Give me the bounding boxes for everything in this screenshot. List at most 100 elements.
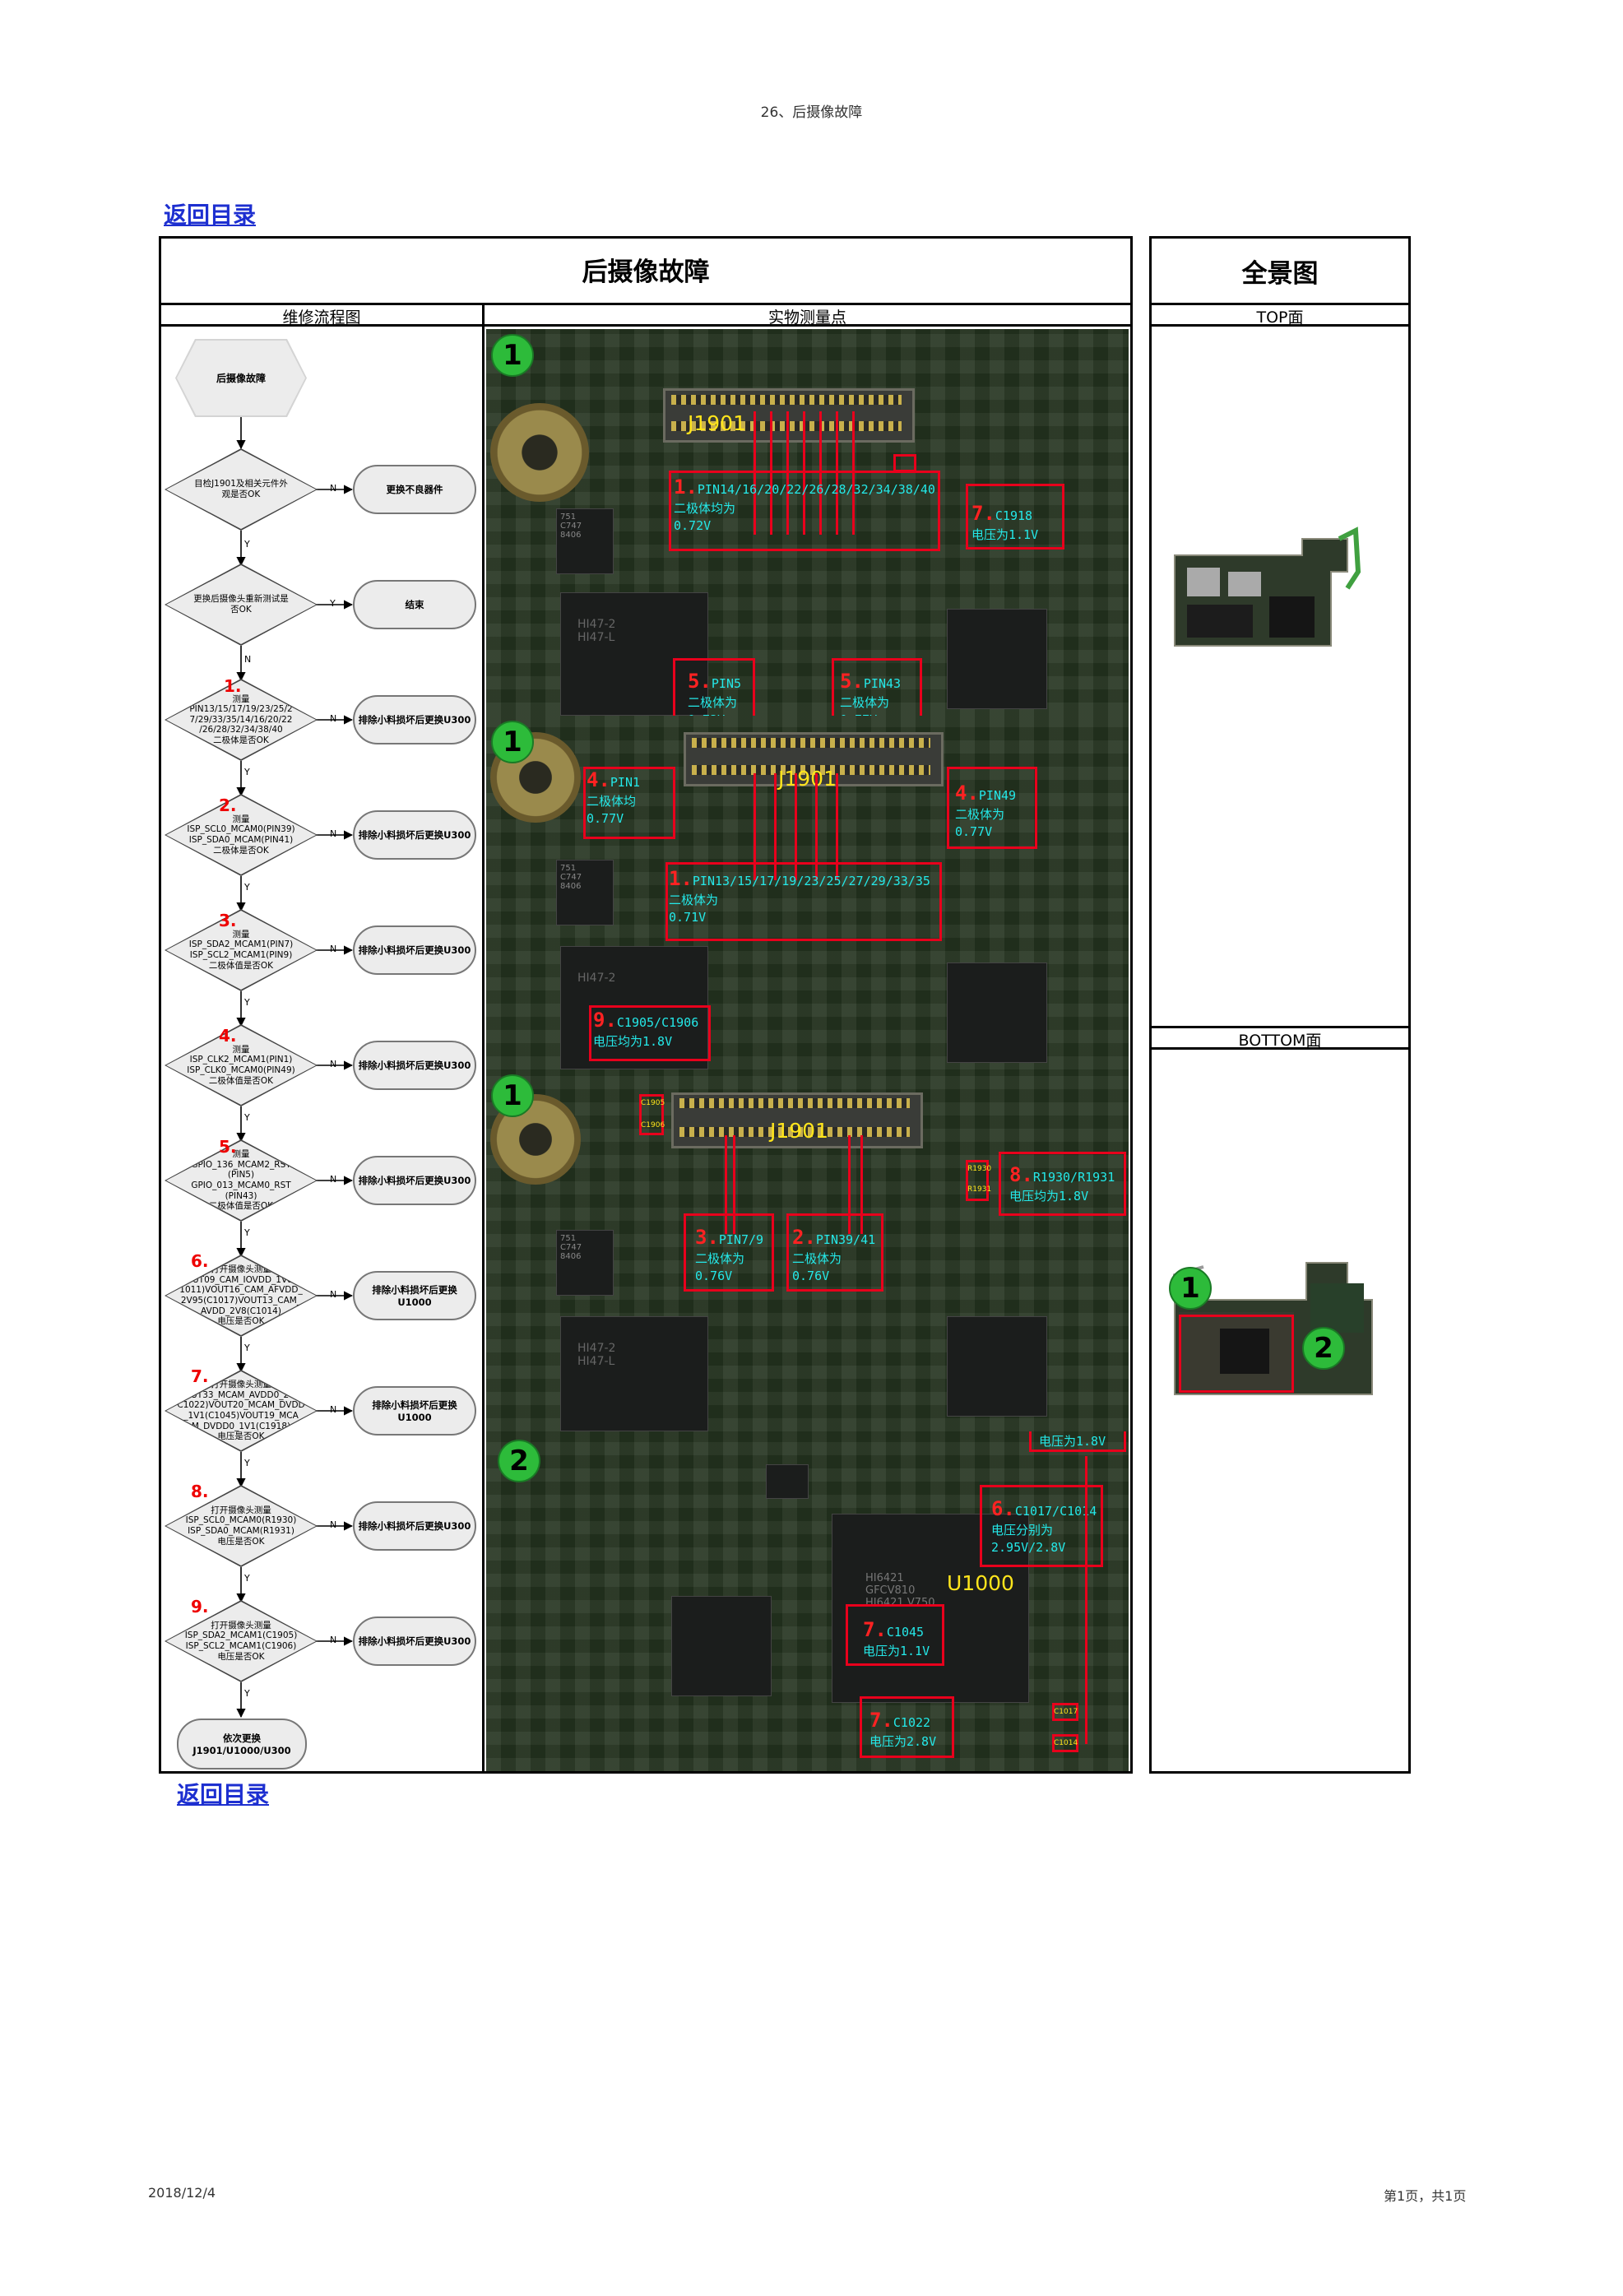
annotation: 9.C1905/C1906 电压均为1.8V [593, 1009, 699, 1050]
bottom-badge-2: 2 [1302, 1327, 1345, 1370]
tiny-label: C1906 [641, 1121, 665, 1129]
no-label: N [330, 713, 337, 724]
flow-action-4: 排除小料损坏后更换U300 [353, 810, 476, 860]
yes-label: Y [244, 1227, 250, 1238]
flow-end: 依次更换 J1901/U1000/U300 [177, 1719, 307, 1770]
return-link-top[interactable]: 返回目录 [164, 202, 257, 229]
yes-label: Y [244, 1112, 250, 1123]
probe-line [733, 1135, 735, 1234]
flowchart: 后摄像故障 目检J1901及相关元件外 观是否OK 更换不良器件 更换后摄像头重… [161, 327, 482, 1771]
measure-box [947, 767, 1037, 849]
annotation: 6.C1017/C1014 电压分别为 2.95V/2.8V [991, 1497, 1097, 1555]
flow-connectors [236, 417, 354, 1719]
return-link-bottom[interactable]: 返回目录 [177, 1781, 270, 1808]
flow-action-2: 结束 [353, 580, 476, 629]
annotation: 7.C1918 电压为1.1V [971, 502, 1039, 543]
photo-badge: 1 [491, 1074, 534, 1117]
divider [1149, 303, 1411, 305]
step-number: 1. [224, 676, 242, 696]
chip: HI6421 GFCV810 HI6421 V750 [832, 1514, 1029, 1703]
annotation: 4.PIN49 二极体为 0.77V [955, 782, 1017, 839]
probe-line [836, 773, 838, 880]
divider [1149, 324, 1411, 327]
measure-box [860, 1696, 954, 1758]
flow-action-9: 排除小料损坏后更换 U1000 [353, 1386, 476, 1436]
annotation: 7.C1022 电压为2.8V [869, 1709, 937, 1750]
annotation: 4.PIN1 二极体均 0.77V [587, 768, 641, 826]
highlight-box [1179, 1315, 1294, 1393]
yes-label: Y [244, 1573, 250, 1584]
measure-box [966, 484, 1064, 550]
yes-label: Y [244, 539, 250, 550]
connector-pins [692, 738, 930, 748]
divider [1149, 1047, 1411, 1050]
photo-badge: 2 [498, 1440, 540, 1482]
yes-label: Y [244, 1688, 250, 1699]
flow-action-6: 排除小料损坏后更换U300 [353, 1041, 476, 1090]
step-number: 2. [219, 795, 237, 815]
connector-pins [692, 765, 930, 775]
measure-box [980, 1485, 1103, 1567]
yes-label: Y [244, 1458, 250, 1468]
measure-box [846, 1604, 944, 1666]
no-label: N [330, 483, 337, 494]
col-top-header: TOP面 [1256, 308, 1304, 327]
chip [947, 609, 1047, 709]
chip [947, 962, 1047, 1063]
footer-page: 第1页，共1页 [1384, 2188, 1467, 2204]
photo-3: J1901 751 C747 8406 HI47-2 HI47-L 1 C190… [486, 1069, 1129, 1431]
probe-line [770, 411, 772, 535]
probe-line [860, 1135, 863, 1234]
probe-line [795, 773, 797, 880]
measure-box [832, 658, 922, 716]
no-label: N [330, 1059, 337, 1069]
probe-line [848, 1135, 851, 1234]
probe-line [774, 773, 777, 880]
photo-1: J1901 751 C747 8406 HI47-2 HI47-L 1 1.PI… [486, 329, 1129, 716]
j1901-label: J1901 [770, 1119, 828, 1143]
flow-action-8: 排除小料损坏后更换 U1000 [353, 1271, 476, 1320]
flow-action-7: 排除小料损坏后更换U300 [353, 1156, 476, 1205]
measure-box [893, 454, 916, 472]
no-label: N [244, 654, 252, 665]
no-label: N [330, 1635, 337, 1645]
screw-pad [490, 403, 589, 502]
step-number: 3. [219, 911, 237, 930]
chip: 751 C747 8406 [556, 860, 614, 925]
measure-box [669, 471, 940, 551]
no-label: N [330, 1289, 337, 1300]
col-measure-header: 实物测量点 [767, 308, 846, 327]
photo-2: J1901 751 C747 8406 HI47-2 1 4.PIN1 二极体均… [486, 716, 1129, 1069]
step-number: 4. [219, 1026, 237, 1046]
probe-line [786, 411, 789, 535]
col-flow-header: 维修流程图 [282, 308, 361, 327]
measure-box [583, 767, 675, 839]
photo-badge: 1 [491, 334, 534, 377]
chip: HI47-2 [560, 946, 708, 1069]
no-label: N [330, 828, 337, 839]
u1000-label: U1000 [947, 1571, 1014, 1595]
annotation: 5.PIN5 二极体为 0.73V [688, 670, 742, 716]
flow-start: 后摄像故障 [175, 339, 307, 417]
col-bottom-header: BOTTOM面 [1238, 1032, 1322, 1050]
chip: 751 C747 8406 [556, 508, 614, 574]
probe-line [836, 411, 838, 535]
tiny-label: C1014 [1054, 1739, 1078, 1747]
yes-label: Y [330, 598, 336, 609]
probe-line [819, 411, 822, 535]
annotation: 1.PIN14/16/20/22/26/28/32/34/38/40 二极体均为… [674, 475, 935, 533]
measure-box [1052, 1703, 1078, 1721]
bottom-badge-1: 1 [1169, 1267, 1212, 1310]
yes-label: Y [244, 997, 250, 1008]
yes-label: Y [244, 882, 250, 893]
chip [671, 1596, 772, 1696]
connector-pins [679, 1127, 910, 1137]
no-label: N [330, 944, 337, 954]
step-number: 8. [191, 1482, 209, 1501]
connector-pins [679, 1098, 910, 1108]
step-number: 6. [191, 1251, 209, 1271]
annotation: 7.C1045 电压为1.1V [863, 1618, 930, 1659]
page-header: 26、后摄像故障 [760, 104, 863, 121]
tiny-label: C1017 [1054, 1708, 1078, 1716]
